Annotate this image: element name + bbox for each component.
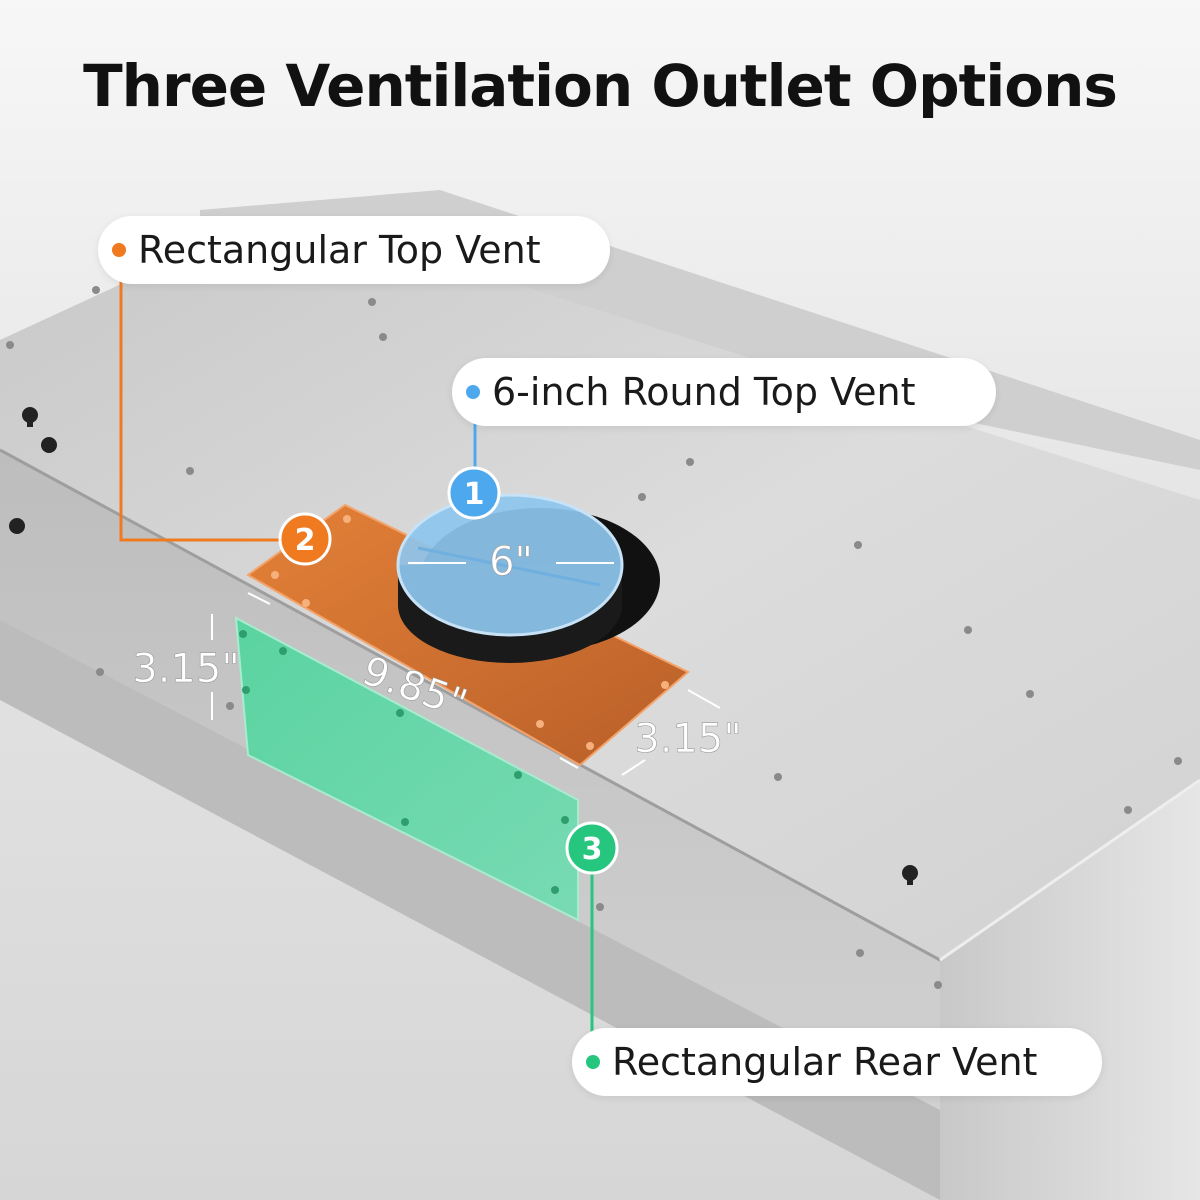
callout-label: Rectangular Rear Vent: [612, 1040, 1038, 1084]
green-dot-icon: [586, 1055, 600, 1069]
dimension-lines: [211, 562, 721, 776]
svg-text:1: 1: [464, 477, 485, 512]
dim-round-diameter: 6": [489, 539, 533, 585]
page-title: Three Ventilation Outlet Options: [83, 52, 1118, 120]
svg-text:3: 3: [582, 832, 603, 867]
badge-round-top: 1: [447, 466, 501, 520]
rect-top-vent-screws: [271, 515, 669, 750]
screws: [6, 286, 1182, 989]
callout-label: 6-inch Round Top Vent: [492, 370, 916, 414]
hood-edge-line: [0, 448, 941, 962]
rect-rear-vent-plate: [234, 616, 579, 922]
hood-edge-line: [939, 778, 1200, 962]
callout-round-top-vent: 6-inch Round Top Vent: [452, 358, 996, 426]
svg-text:2: 2: [295, 523, 316, 558]
callout-rect-top-vent: Rectangular Top Vent: [98, 216, 610, 284]
dim-rear-height: 3.15": [132, 646, 239, 692]
orange-dot-icon: [112, 243, 126, 257]
round-vent-top: [396, 493, 624, 637]
badge-rect-top: 2: [278, 512, 332, 566]
rect-rear-vent-screws: [239, 630, 569, 894]
keyholes: [9, 407, 918, 885]
leader-line-rect-top: [119, 250, 290, 542]
callout-label: Rectangular Top Vent: [138, 228, 541, 272]
badge-rect-rear: 3: [565, 821, 619, 875]
callout-rect-rear-vent: Rectangular Rear Vent: [572, 1028, 1102, 1096]
round-vent-seam: [417, 546, 601, 587]
blue-dot-icon: [466, 385, 480, 399]
dim-top-depth: 3.15": [634, 716, 741, 762]
